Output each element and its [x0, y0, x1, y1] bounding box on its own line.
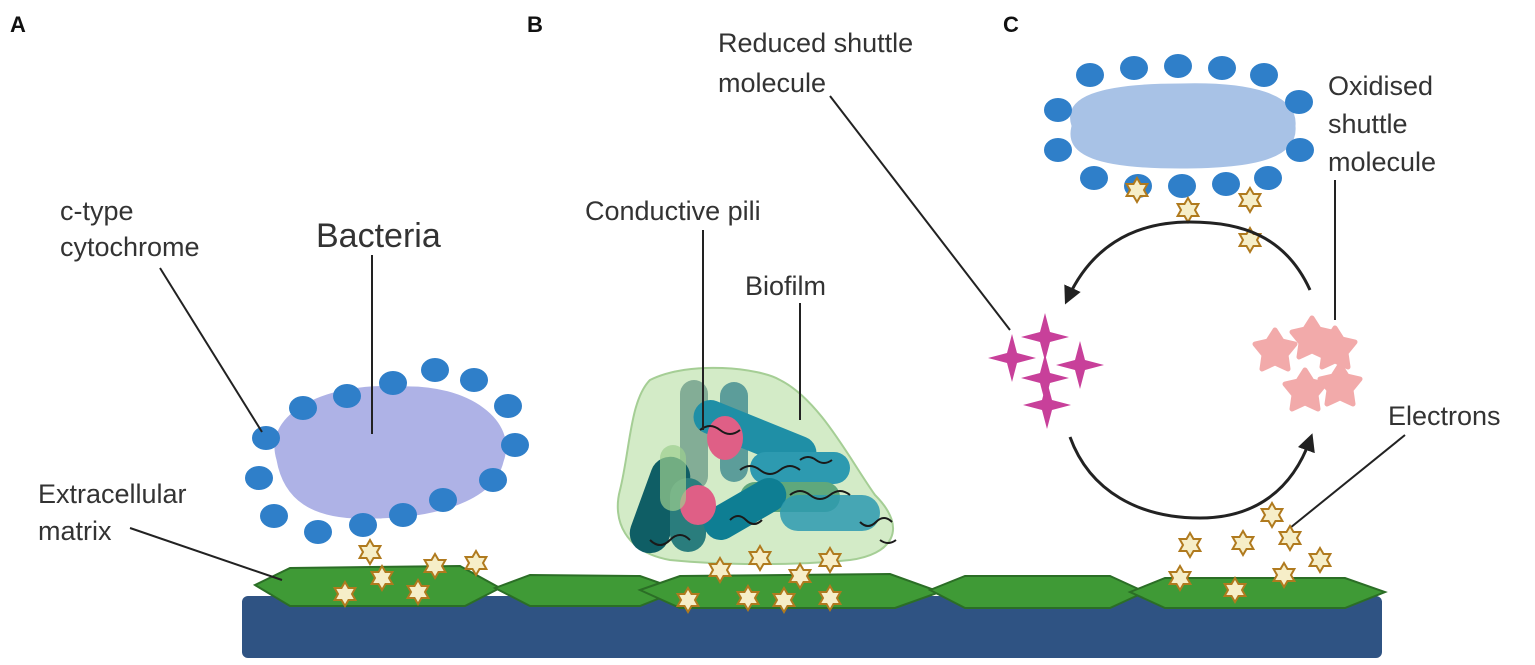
label-c-type-line1: c-type: [60, 196, 134, 226]
label-biofilm: Biofilm: [745, 271, 826, 301]
panel-b-label: B: [527, 12, 543, 37]
label-oxidised-line3: molecule: [1328, 147, 1436, 177]
label-electrons: Electrons: [1388, 401, 1501, 431]
biofilm-cluster: [616, 366, 897, 566]
panel-c-label: C: [1003, 12, 1019, 37]
reduced-shuttle-molecules: [988, 313, 1104, 429]
label-extracellular-line2: matrix: [38, 516, 112, 546]
label-extracellular-line1: Extracellular: [38, 479, 187, 509]
label-bacteria: Bacteria: [316, 217, 441, 255]
extracellular-matrix-layer: [252, 564, 1388, 609]
label-conductive-pili: Conductive pili: [585, 196, 761, 226]
panel-a-label: A: [10, 12, 26, 37]
pointer-reduced: [829, 95, 1011, 331]
bacterium-a: [245, 358, 529, 544]
label-c-type-line2: cytochrome: [60, 232, 200, 262]
pointer-matrix: [129, 527, 283, 581]
label-oxidised-line1: Oxidised: [1328, 71, 1433, 101]
label-reduced-line2: molecule: [718, 68, 826, 98]
bacterium-c: [1044, 54, 1314, 198]
electrode: [242, 596, 1382, 658]
pointer-cytochrome: [159, 267, 263, 433]
arrow-top: [1064, 220, 1312, 305]
cytochrome-dots-a: [245, 358, 529, 544]
label-reduced-line1: Reduced shuttle: [718, 28, 913, 58]
label-oxidised-line2: shuttle: [1328, 109, 1408, 139]
arrow-bottom: [1068, 433, 1315, 520]
oxidised-shuttle-molecules: [1255, 318, 1360, 409]
pointer-electrons: [1289, 434, 1406, 529]
pili-wires: [649, 425, 897, 546]
